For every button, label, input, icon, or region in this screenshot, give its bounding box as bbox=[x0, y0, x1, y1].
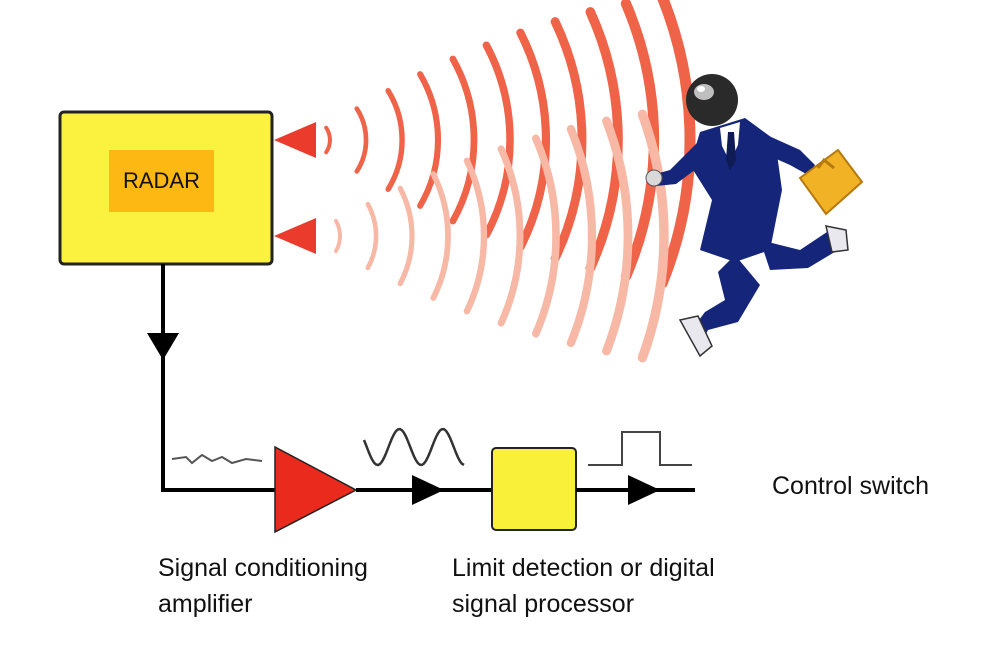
amplifier-triangle bbox=[274, 445, 358, 534]
briefcase-icon bbox=[798, 148, 864, 216]
radar-label: RADAR bbox=[109, 150, 214, 212]
reflected-wave-arc bbox=[532, 134, 560, 338]
noisy-signal-icon bbox=[171, 453, 263, 465]
processor-box bbox=[491, 447, 577, 531]
outgoing-wave-arc bbox=[482, 41, 514, 239]
reflected-wave-arc bbox=[365, 201, 379, 271]
outgoing-wave-arc bbox=[449, 55, 478, 225]
reflected-wave-arc bbox=[497, 145, 524, 327]
emitter-triangle-bottom bbox=[274, 218, 316, 254]
outgoing-wave-arc bbox=[354, 106, 369, 174]
square-pulse-icon bbox=[588, 431, 692, 466]
outgoing-wave-arc bbox=[656, 0, 696, 289]
reflected-wave-arc bbox=[637, 109, 669, 363]
outgoing-wave-arc bbox=[417, 71, 441, 209]
reflected-wave-arc bbox=[397, 185, 415, 287]
output-arrow bbox=[628, 475, 660, 505]
amplifier-label-line-2: amplifier bbox=[158, 590, 253, 618]
reflected-wave-arc bbox=[463, 157, 488, 315]
reflected-waves bbox=[334, 109, 669, 363]
reflected-wave-arc bbox=[430, 171, 451, 301]
outgoing-wave-arc bbox=[385, 88, 405, 192]
outgoing-wave-arc bbox=[324, 125, 332, 155]
outgoing-wave-arc bbox=[585, 7, 623, 273]
processor-label-line-1: Limit detection or digital bbox=[452, 554, 715, 582]
emitter-triangle-top bbox=[274, 122, 316, 158]
down-arrow bbox=[147, 333, 179, 360]
person-running-icon bbox=[645, 74, 849, 358]
reflected-wave-arc bbox=[566, 124, 597, 348]
outgoing-wave-arc bbox=[550, 17, 587, 263]
outgoing-waves bbox=[324, 0, 696, 289]
sine-wave-icon bbox=[362, 427, 465, 467]
signal-path-vertical bbox=[161, 264, 275, 492]
amplifier-label-line-1: Signal conditioning bbox=[158, 554, 368, 582]
reflected-wave-arc bbox=[334, 219, 342, 253]
control-switch-label: Control switch bbox=[772, 472, 929, 500]
amp-arrow bbox=[412, 475, 444, 505]
reflected-wave-arc bbox=[602, 116, 633, 356]
processor-label-line-2: signal processor bbox=[452, 590, 635, 618]
outgoing-wave-arc bbox=[516, 28, 551, 252]
